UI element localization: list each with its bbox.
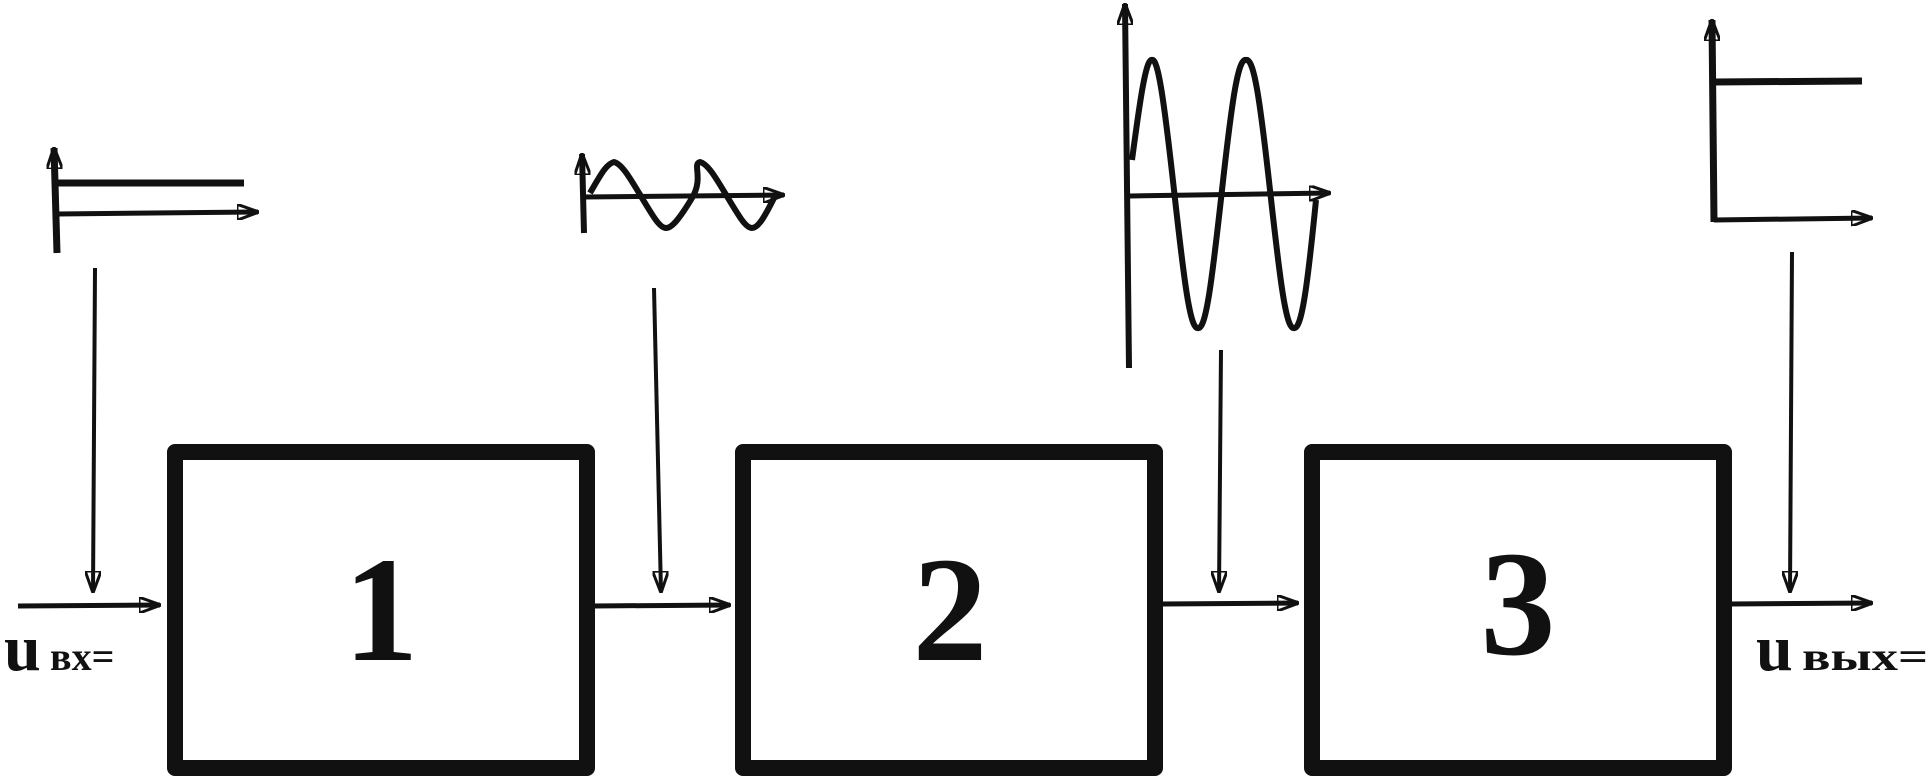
connector-2-3 [1160, 603, 1298, 604]
pointer-input [93, 267, 95, 592]
large-sine-wave-icon [1125, 4, 1330, 369]
block-3-label: 3 [1481, 521, 1556, 687]
block-2-label: 2 [913, 527, 988, 693]
input-label: u вх= [4, 612, 114, 685]
connector-1-2 [592, 605, 730, 606]
constant-level-icon [54, 148, 258, 254]
small-sine-wave-icon [582, 154, 784, 234]
input-symbol: u [4, 612, 41, 685]
block-2: 2 [735, 444, 1163, 776]
pointer-output [1790, 251, 1792, 592]
pointer-1-2 [652, 287, 661, 592]
output-connector [1729, 603, 1872, 604]
input-subscript: вх= [50, 634, 114, 679]
block-1: 1 [167, 444, 595, 776]
output-symbol: u [1756, 612, 1793, 685]
input-connector [17, 605, 160, 606]
output-subscript: вых= [1802, 634, 1928, 679]
output-label: u вых= [1756, 612, 1928, 685]
step-level-icon [1712, 20, 1872, 222]
block-1-label: 1 [344, 527, 419, 693]
pointer-2-3 [1219, 349, 1221, 592]
block-3: 3 [1304, 444, 1732, 776]
